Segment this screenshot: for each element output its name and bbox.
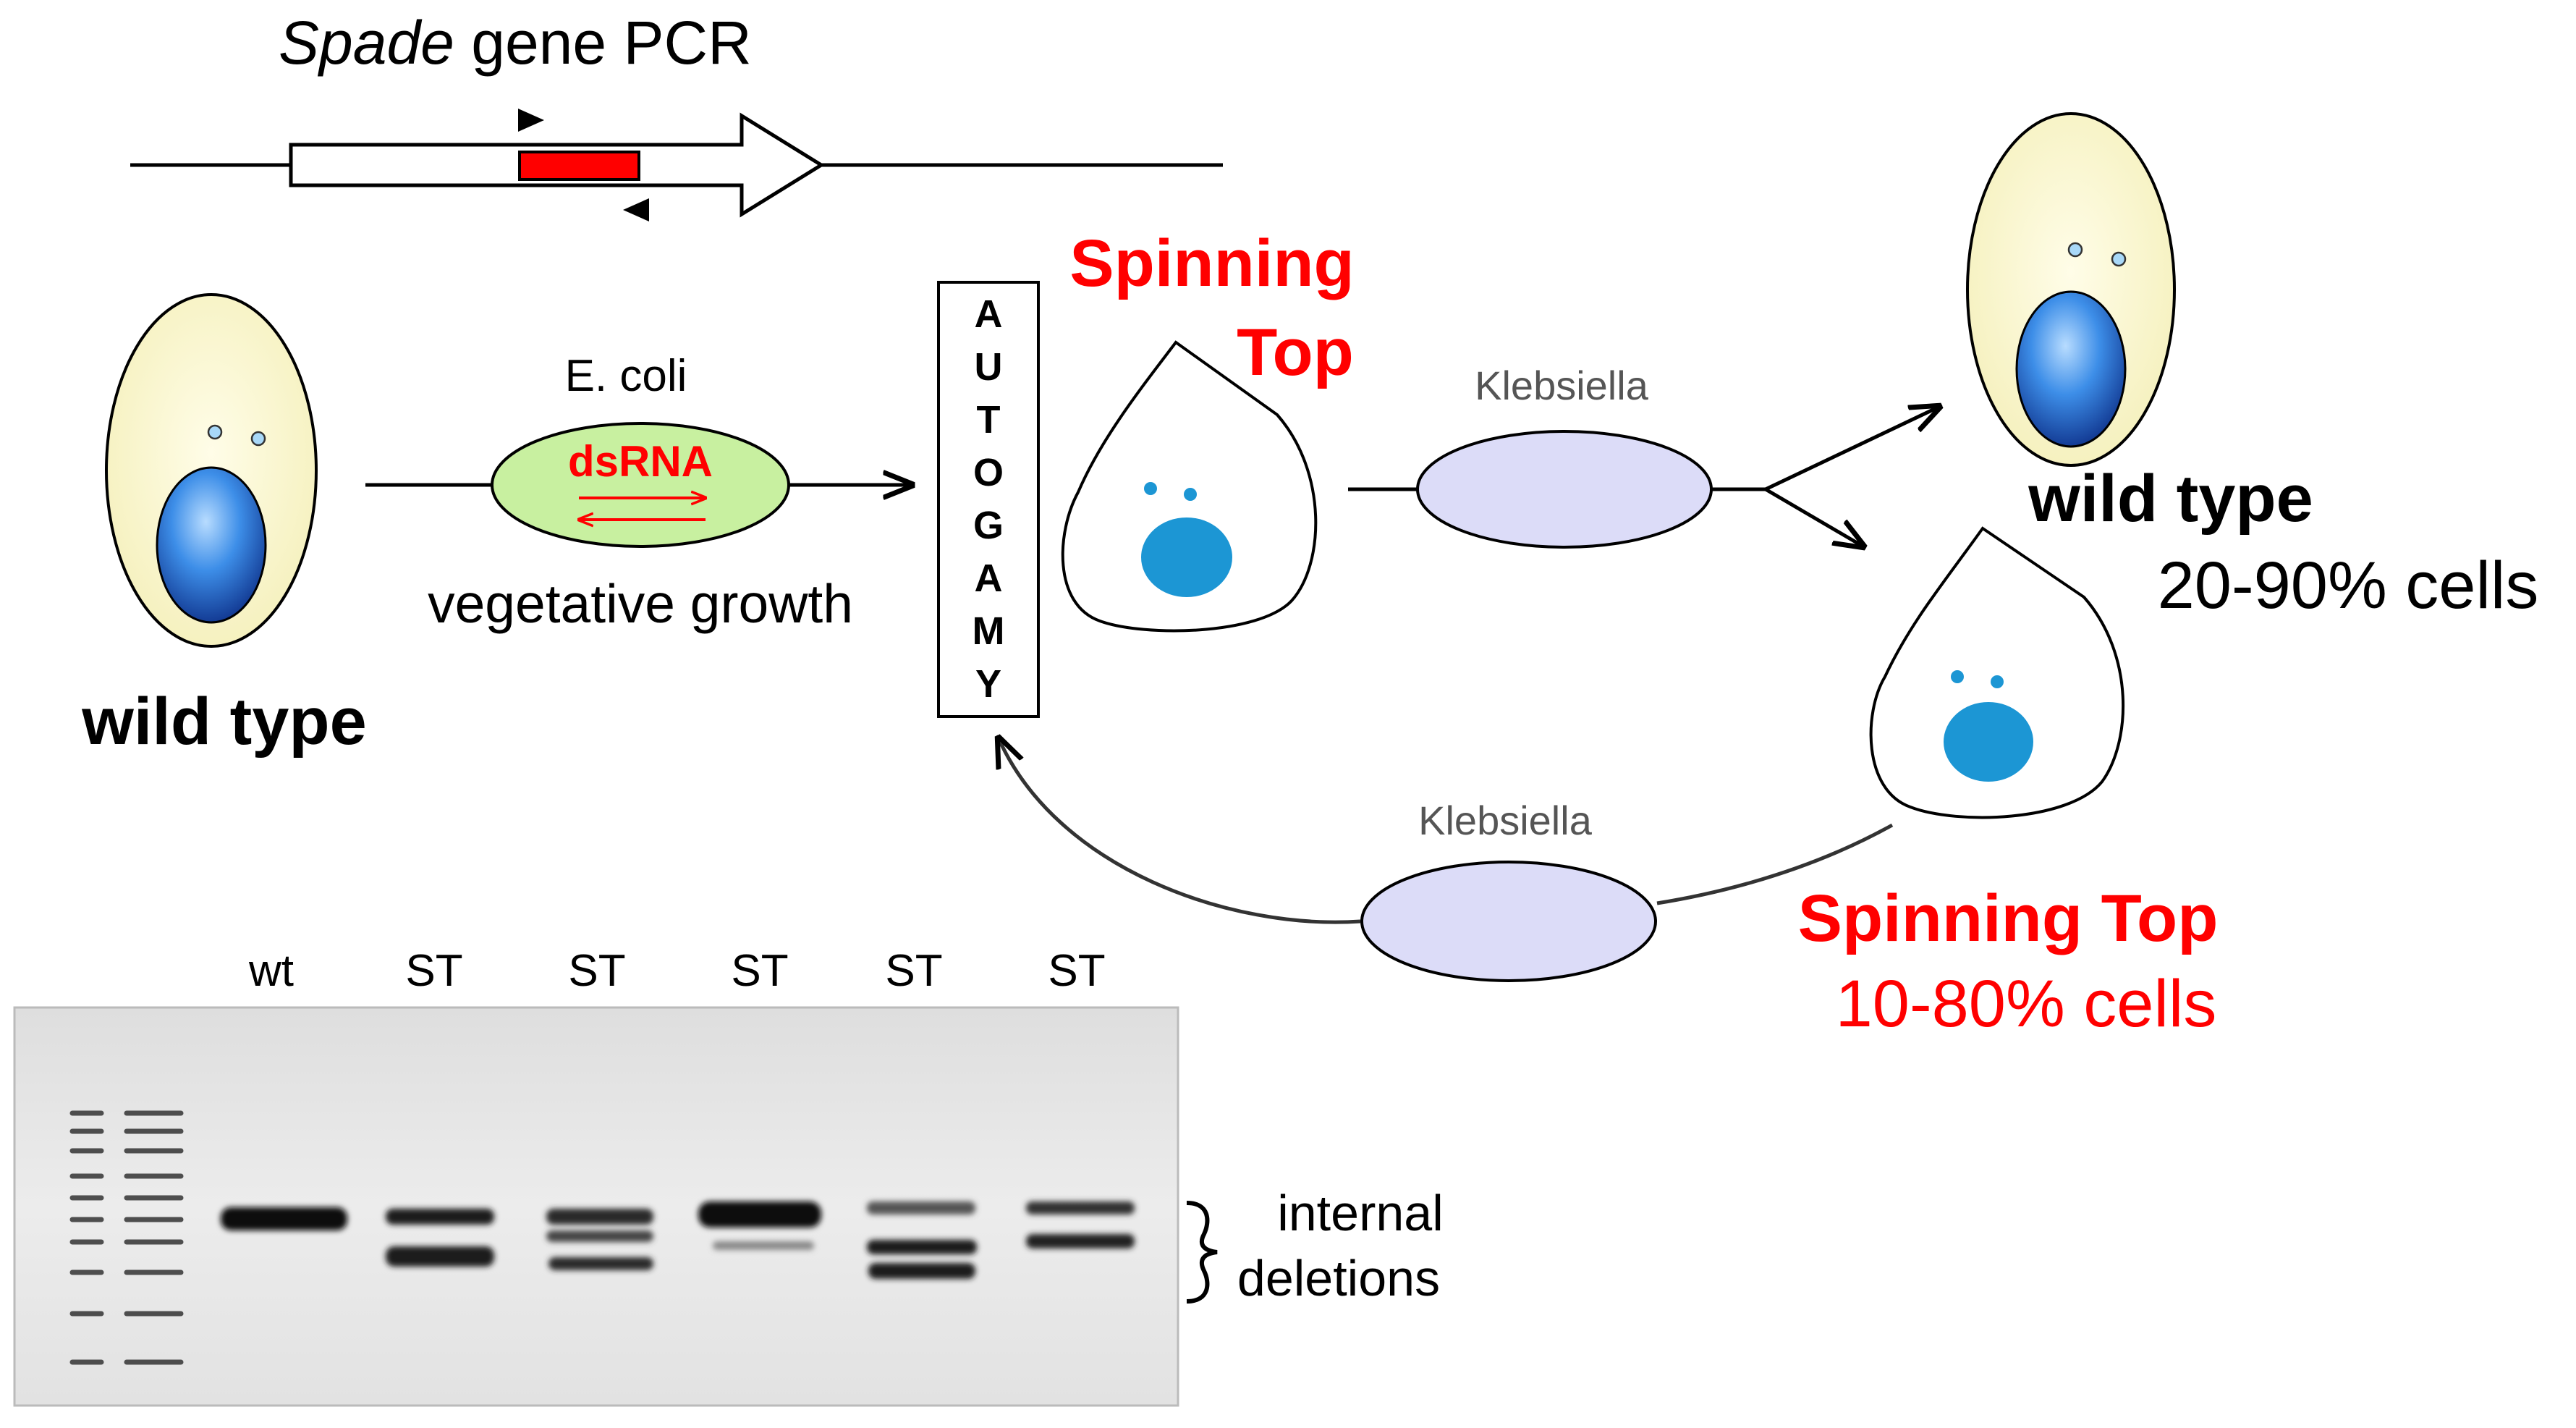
autogamy-letter: A (975, 292, 1003, 336)
return-arrow-left (999, 738, 1361, 924)
pcr-schematic: Spade gene PCR (130, 9, 1223, 221)
wild-type-cell-left (105, 293, 318, 648)
lane-label: ST (731, 946, 788, 996)
autogamy-letter: A (975, 557, 1003, 600)
dsrna-label: dsRNA (568, 437, 713, 486)
autogamy-box (937, 281, 1040, 718)
wild-type-percent: 20-90% cells (2158, 549, 2539, 622)
spinning-top-cell-top (1061, 340, 1318, 633)
spinning-top-label-line1: Spinning (1069, 227, 1354, 300)
band-st4-deletion (868, 1263, 975, 1279)
return-line-right (1656, 823, 1894, 905)
gel-lane-labels: wt ST ST ST ST ST (248, 946, 1106, 996)
micronucleus (1991, 675, 2004, 688)
fork-arrow-down (1764, 487, 1863, 546)
band-st2-full (546, 1209, 653, 1225)
gel-background (13, 1006, 1179, 1407)
band-st4-mid (867, 1240, 977, 1254)
band-wt-full (221, 1207, 347, 1230)
lane-label: ST (885, 946, 942, 996)
vegetative-growth-label: vegetative growth (428, 573, 853, 634)
autogamy-letter: Y (975, 662, 1001, 706)
micronucleus (1184, 488, 1197, 501)
lane-label: ST (568, 946, 625, 996)
band-st2-mid (546, 1230, 653, 1242)
fork-arrow-up (1764, 407, 1939, 491)
micronucleus (2111, 251, 2127, 267)
macronucleus (156, 466, 267, 624)
micronucleus (2067, 242, 2083, 258)
klebsiella-top (1416, 430, 1713, 549)
band-st3-full (698, 1201, 821, 1228)
klebsiella-bottom (1360, 861, 1657, 982)
spinning-top-bottom-label: Spinning Top (1798, 882, 2219, 955)
autogamy-letter: M (973, 609, 1005, 653)
gel-image (13, 1006, 1179, 1407)
lane-label: ST (405, 946, 462, 996)
cell-body (1869, 526, 2125, 819)
annotation-internal: internal (1277, 1185, 1444, 1241)
ladder-lane (69, 1110, 184, 1365)
wild-type-cell-right (1966, 112, 2176, 467)
wild-type-right-label: wild type (2028, 462, 2313, 536)
klebsiella-top-label: Klebsiella (1475, 363, 1649, 408)
spinning-top-percent: 10-80% cells (1836, 967, 2217, 1041)
sample-bands (221, 1201, 1135, 1279)
lane-label: wt (248, 946, 294, 996)
micronucleus (250, 431, 266, 447)
macronucleus (2015, 290, 2127, 448)
target-region (518, 151, 640, 181)
ecoli-label: E. coli (565, 351, 687, 401)
micronucleus (207, 424, 223, 440)
macronucleus (1141, 517, 1232, 597)
cell-body (1061, 340, 1318, 633)
autogamy-letter: U (975, 345, 1003, 389)
spinning-top-cell-bottom (1869, 526, 2125, 819)
autogamy-letters: A U T O G A M Y (973, 292, 1005, 706)
ecoli-cell (491, 422, 790, 548)
lane-label: ST (1048, 946, 1105, 996)
band-st3-faint (713, 1241, 814, 1250)
autogamy-letter: T (977, 398, 1001, 442)
macronucleus (1944, 702, 2033, 782)
reverse-primer-icon (623, 198, 649, 221)
band-st1-full (386, 1209, 494, 1225)
deletion-brace (1186, 1201, 1218, 1304)
micronucleus (1951, 670, 1964, 683)
band-st2-deletion (548, 1257, 653, 1270)
pcr-title: Spade gene PCR (279, 9, 752, 77)
klebsiella-bottom-label: Klebsiella (1418, 798, 1593, 843)
forward-primer-icon (518, 109, 544, 132)
spinning-top-label-line2: Top (1237, 316, 1354, 389)
annotation-deletions: deletions (1237, 1250, 1440, 1306)
band-st5-deletion (1026, 1234, 1135, 1249)
micronucleus (1144, 482, 1157, 495)
autogamy-letter: O (973, 451, 1004, 494)
wild-type-left-label: wild type (81, 685, 367, 759)
band-st1-deletion (386, 1246, 494, 1267)
band-st5-full (1026, 1201, 1135, 1214)
band-st4-full (867, 1201, 975, 1214)
autogamy-letter: G (973, 504, 1004, 547)
